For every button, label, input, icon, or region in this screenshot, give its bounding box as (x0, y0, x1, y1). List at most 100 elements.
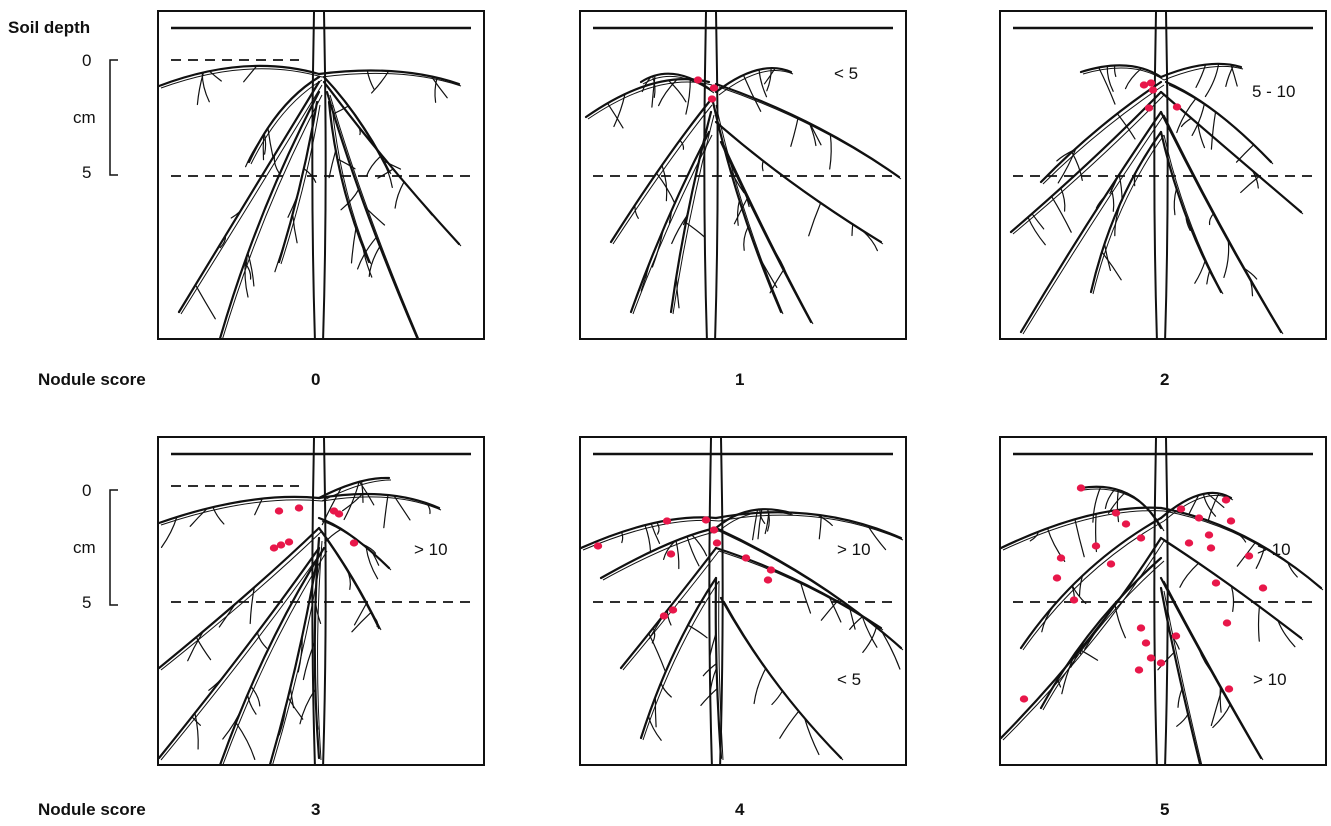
root-nodule (1145, 104, 1153, 111)
nodule-count-upper-2: 5 - 10 (1252, 82, 1295, 102)
lateral-root-outline (613, 105, 712, 244)
root-nodule (1225, 685, 1233, 692)
score-label-4: 4 (735, 800, 744, 820)
lateral-root (716, 548, 881, 628)
depth-tick-0-bottom: 0 (82, 481, 91, 501)
root-nodule (1205, 531, 1213, 538)
lateral-root-outline (719, 87, 901, 179)
fine-rootlet (268, 128, 273, 158)
fine-rootlet (1210, 214, 1214, 225)
lateral-root (721, 598, 841, 758)
fine-rootlet (661, 683, 671, 697)
fine-rootlet (758, 255, 777, 288)
root-drawing-5 (1001, 438, 1327, 766)
fine-rootlet (1115, 604, 1126, 638)
root-nodule (1070, 596, 1078, 603)
fine-rootlet (1177, 714, 1188, 726)
lateral-root (159, 497, 319, 523)
root-drawing-1 (581, 12, 907, 340)
root-panel-score-3: > 10 (157, 436, 485, 766)
fine-rootlet (652, 229, 663, 267)
fine-rootlet (372, 71, 389, 93)
fine-rootlet (352, 612, 371, 632)
score-label-0: 0 (311, 370, 320, 390)
nodule-score-row-label-bottom: Nodule score (38, 800, 146, 820)
fine-rootlet (882, 632, 900, 670)
fine-rootlet (384, 495, 388, 528)
fine-rootlet (1052, 196, 1072, 232)
lateral-root-outline (1083, 68, 1164, 80)
fine-rootlet (1080, 650, 1097, 660)
root-nodule (1135, 666, 1143, 673)
root-nodule (1112, 509, 1120, 516)
root-nodule (350, 539, 358, 546)
fine-rootlet (1207, 270, 1210, 284)
lateral-root-outline (673, 115, 714, 314)
fine-rootlet (257, 632, 266, 648)
root-drawing-3 (159, 438, 485, 766)
lateral-root (159, 66, 319, 86)
fine-rootlet (288, 698, 303, 720)
lateral-root-outline (322, 73, 461, 86)
root-nodule (1057, 554, 1065, 561)
lateral-root (1021, 112, 1161, 332)
fine-rootlet (250, 587, 254, 623)
fine-rootlet (809, 203, 821, 236)
fine-rootlet (649, 634, 665, 671)
root-nodule (285, 538, 293, 545)
fine-rootlet (1205, 64, 1218, 97)
fine-rootlet (209, 675, 225, 691)
root-panel-score-2: 5 - 10 (999, 10, 1327, 340)
fine-rootlet (395, 182, 404, 208)
lateral-root-outline (1023, 115, 1164, 334)
nodule-count-upper-4: > 10 (837, 540, 871, 560)
lateral-root-outline (1164, 66, 1243, 80)
fine-rootlet (805, 718, 819, 754)
root-nodule (710, 84, 718, 91)
fine-rootlet (645, 525, 651, 552)
lateral-root-outline (588, 82, 712, 119)
nodule-score-row-label-top: Nodule score (38, 370, 146, 390)
lateral-root (1011, 92, 1161, 232)
fine-rootlet (862, 230, 877, 250)
lateral-root-outline (724, 145, 813, 324)
fine-rootlet (1075, 519, 1084, 556)
fine-rootlet (213, 507, 224, 524)
depth-unit-bottom: cm (73, 538, 96, 558)
fine-rootlet (863, 627, 877, 652)
lateral-root-outline (322, 497, 441, 510)
root-nodule (1222, 496, 1230, 503)
fine-rootlet (688, 625, 707, 638)
nodule-count-lower-5: > 10 (1253, 670, 1287, 690)
root-nodule (1107, 560, 1115, 567)
fine-rootlet (195, 713, 198, 749)
root-panel-score-1: < 5 (579, 10, 907, 340)
fine-rootlet (248, 695, 257, 715)
root-nodule (1259, 584, 1267, 591)
root-nodule (1053, 574, 1061, 581)
fine-rootlet (1278, 620, 1295, 646)
root-nodule (713, 539, 721, 546)
fine-rootlet (416, 196, 432, 215)
fine-rootlet (1231, 586, 1233, 611)
lateral-root-outline (633, 135, 712, 314)
root-nodule (1207, 544, 1215, 551)
depth-scale-bar-bottom (104, 485, 124, 615)
fine-rootlet (622, 532, 623, 542)
lateral-root-outline (716, 105, 783, 314)
root-drawing-0 (159, 12, 485, 340)
fine-rootlet (676, 541, 679, 569)
fine-rootlet (701, 689, 717, 706)
root-nodule (295, 504, 303, 511)
fine-rootlet (1174, 189, 1176, 215)
score-label-3: 3 (311, 800, 320, 820)
fine-rootlet (1241, 176, 1260, 192)
fine-rootlet (196, 285, 216, 319)
root-nodule (275, 507, 283, 514)
root-nodule (335, 510, 343, 517)
soil-depth-title: Soil depth (8, 18, 90, 38)
fine-rootlet (1099, 68, 1115, 105)
fine-rootlet (1195, 261, 1205, 283)
fine-rootlet (780, 711, 799, 738)
fine-rootlet (686, 223, 705, 237)
